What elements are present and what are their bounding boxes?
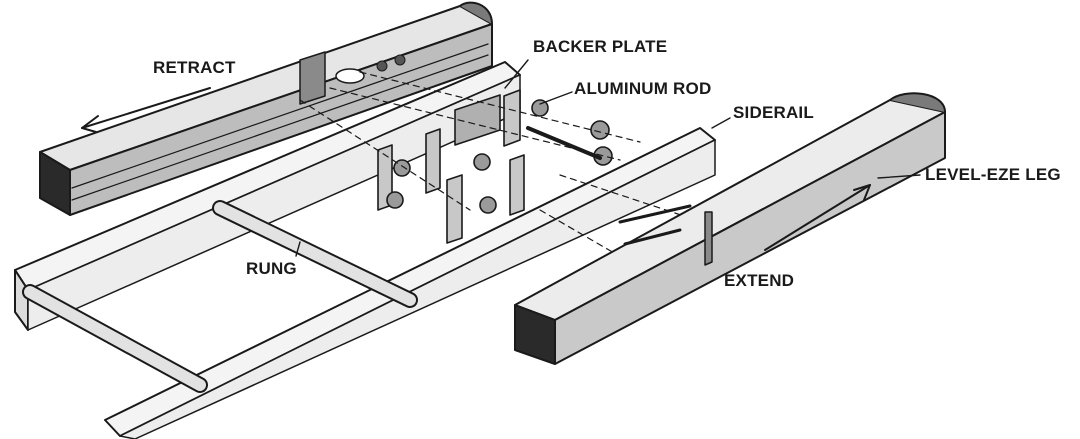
extended-leg — [514, 92, 946, 365]
label-retract: RETRACT — [153, 58, 236, 77]
ladder-frame — [14, 61, 716, 439]
retract-arrow — [81, 87, 211, 133]
label-level-eze-leg: LEVEL-EZE LEG — [925, 165, 1061, 184]
extend-arrow — [764, 184, 871, 251]
label-backer-plate: BACKER PLATE — [533, 37, 668, 56]
leader-lines — [295, 59, 921, 257]
label-extend: EXTEND — [724, 271, 795, 290]
aluminum-rod — [526, 126, 602, 160]
rung-lower — [22, 284, 208, 393]
bracket-group — [377, 89, 613, 244]
label-aluminum-rod: ALUMINUM ROD — [574, 79, 712, 98]
label-siderail: SIDERAIL — [733, 103, 814, 122]
alignment-lines — [299, 71, 691, 269]
retracted-leg — [39, 1, 493, 216]
label-rung: RUNG — [246, 259, 297, 278]
rung-upper — [212, 200, 418, 308]
